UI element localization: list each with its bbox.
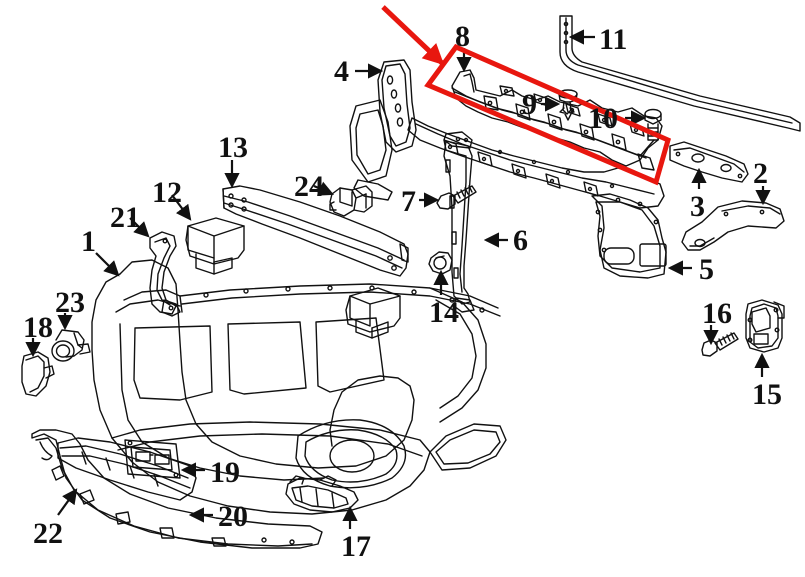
part-radiator-support-side-panel [591, 193, 667, 279]
part-retainer-clip-24 [329, 185, 373, 217]
part-license-plate-bracket [124, 439, 181, 479]
part-upper-trim-molding [559, 15, 801, 132]
part-front-bumper-cover [91, 259, 507, 515]
callout-label-15[interactable]: 15 [752, 378, 782, 411]
callout-label-18[interactable]: 18 [23, 311, 53, 344]
callout-leader-1 [95, 252, 120, 277]
callout-leader-24 [313, 181, 335, 196]
callout-label-10[interactable]: 10 [588, 102, 618, 135]
part-upper-tie-bar-bracket [669, 141, 749, 183]
callout-label-4[interactable]: 4 [334, 55, 349, 88]
callout-label-19[interactable]: 19 [210, 456, 240, 489]
callout-leader-12 [171, 194, 192, 221]
part-radiator-support-side-left [349, 59, 417, 201]
part-impact-absorber-block-right [345, 287, 401, 339]
part-side-mount-bracket [745, 299, 785, 353]
part-bumper-side-stay [149, 231, 181, 317]
callout-label-5[interactable]: 5 [699, 253, 714, 286]
callout-label-24[interactable]: 24 [294, 170, 324, 203]
callout-label-11[interactable]: 11 [599, 23, 628, 56]
callout-label-21[interactable]: 21 [110, 201, 140, 234]
part-mounting-bolt-7 [436, 185, 477, 210]
part-front-lower-air-dam [31, 429, 323, 549]
selected-part-highlight [424, 43, 672, 186]
callout-label-17[interactable]: 17 [341, 530, 371, 563]
callout-label-9[interactable]: 9 [522, 88, 537, 121]
callout-label-14[interactable]: 14 [429, 296, 459, 329]
callout-label-12[interactable]: 12 [152, 176, 182, 209]
callout-label-22[interactable]: 22 [33, 517, 63, 550]
part-lower-spoiler-support [57, 437, 197, 501]
callout-label-7[interactable]: 7 [401, 185, 416, 218]
callout-label-6[interactable]: 6 [513, 224, 528, 257]
callout-leader-22 [57, 488, 78, 516]
callout-label-23[interactable]: 23 [55, 286, 85, 319]
part-impact-absorber-block [185, 217, 245, 275]
callout-label-13[interactable]: 13 [218, 131, 248, 164]
part-bumper-reinforcement-beam [222, 185, 409, 277]
part-vertical-support-rail [443, 131, 475, 313]
part-grommet-nut [428, 251, 453, 275]
callout-label-20[interactable]: 20 [218, 500, 248, 533]
pointer-arrow [381, 5, 445, 66]
part-fog-lamp-bezel [285, 475, 359, 513]
callout-label-1[interactable]: 1 [81, 225, 96, 258]
callout-label-2[interactable]: 2 [753, 157, 768, 190]
part-upper-radiator-support-tie-bar [451, 69, 663, 171]
callout-label-3[interactable]: 3 [690, 190, 705, 223]
callout-leader-21 [129, 217, 150, 238]
callout-label-8[interactable]: 8 [455, 20, 470, 53]
callout-label-16[interactable]: 16 [702, 297, 732, 330]
